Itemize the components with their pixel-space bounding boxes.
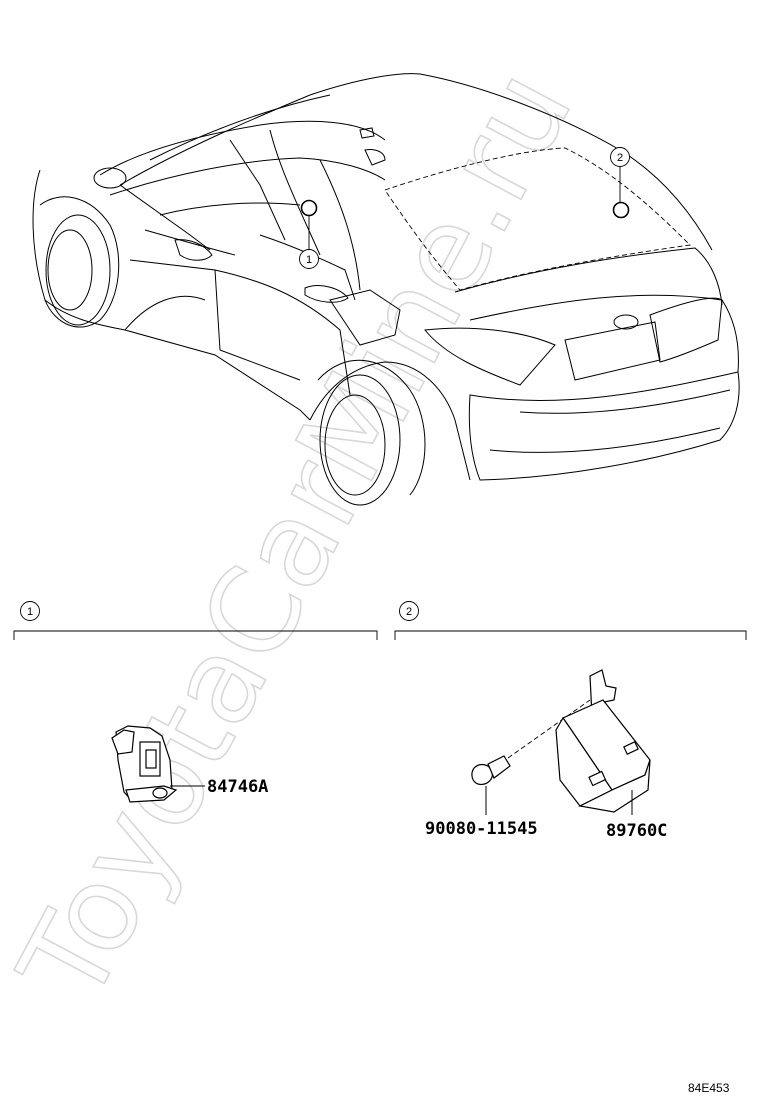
location-marker-1 [300, 199, 318, 217]
watermark: ToyotaCarMine.ru [0, 48, 599, 1024]
part-label-84746A: 84746A [207, 777, 268, 797]
location-callout-1: 1 [299, 199, 319, 269]
section-1-number: 1 [27, 606, 33, 618]
section-2-number: 2 [406, 606, 412, 618]
section-2-bracket [394, 630, 747, 640]
figure-reference: 84E453 [688, 1081, 730, 1095]
section-2: 2 90080-11545 89760C [394, 601, 747, 841]
location-callout-1-number: 1 [306, 254, 312, 266]
part-label-90080-11545: 90080-11545 [425, 819, 538, 839]
car-illustration [32, 73, 740, 506]
bolt-part-90080-11545 [471, 699, 591, 815]
section-1-bracket [13, 630, 378, 640]
part-label-89760C: 89760C [606, 821, 667, 841]
section-1: 1 84746A [13, 601, 378, 803]
module-part-89760C [555, 669, 651, 815]
location-callout-2: 2 [610, 147, 630, 219]
location-callout-2-number: 2 [617, 152, 623, 164]
switch-part-84746A [111, 725, 205, 803]
location-marker-2 [612, 201, 630, 219]
